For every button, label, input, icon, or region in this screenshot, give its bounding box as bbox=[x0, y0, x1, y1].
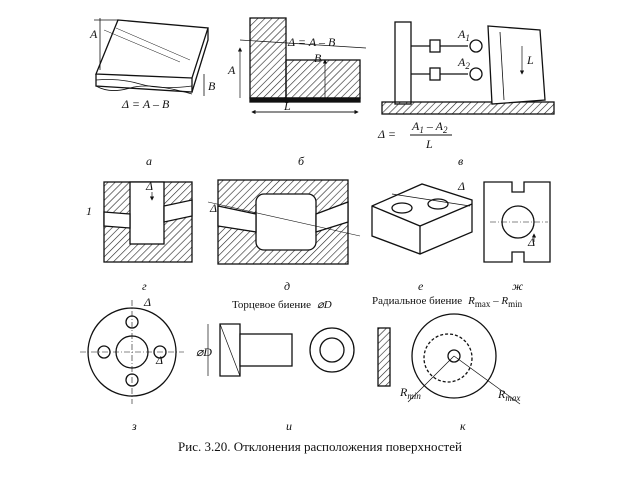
panel-e-letter: е bbox=[418, 279, 424, 293]
panel-a-dim-top: A bbox=[89, 27, 98, 41]
panel-d-delta: Δ bbox=[209, 201, 217, 215]
panel-v-ind2: A2 bbox=[457, 55, 470, 71]
panel-z-delta-side: Δ bbox=[155, 353, 163, 367]
panel-b-formula: Δ = A – B bbox=[287, 35, 336, 49]
panel-v-ind1: A1 bbox=[457, 27, 470, 43]
panel-g-delta: Δ bbox=[145, 179, 153, 193]
panel-zh-letter: ж bbox=[512, 279, 523, 293]
panel-k-runout-diagram bbox=[377, 313, 521, 405]
panel-i-shaft bbox=[207, 323, 355, 377]
panel-a-dim-side: B bbox=[208, 79, 216, 93]
panel-a-formula: Δ = A – B bbox=[121, 97, 170, 111]
panel-b-dim-a: A bbox=[227, 63, 236, 77]
panel-g-marker: 1 bbox=[86, 204, 92, 218]
panel-g-letter: г bbox=[142, 279, 147, 293]
panel-i-title: Торцевое биение⌀D bbox=[232, 299, 332, 311]
panel-v-formula-denominator: L bbox=[425, 137, 433, 151]
panel-d-letter: д bbox=[284, 279, 290, 293]
panel-z-letter: з bbox=[131, 419, 137, 433]
panel-a-plate-diagram bbox=[94, 18, 209, 96]
panel-v-letter: в bbox=[458, 154, 463, 168]
figure-caption: Рис. 3.20. Отклонения расположения повер… bbox=[178, 439, 462, 454]
panel-z-flange bbox=[80, 300, 184, 404]
panel-a-letter: а bbox=[146, 154, 152, 168]
panel-g-bored-block bbox=[103, 181, 193, 263]
panel-zh-slotted-plate bbox=[483, 181, 551, 263]
panel-v-indicator-stand bbox=[381, 21, 555, 115]
panel-v-dim-l: L bbox=[526, 53, 534, 67]
panel-zh-delta: Δ bbox=[527, 235, 535, 249]
panel-k-letter: к bbox=[460, 419, 466, 433]
panel-z-delta-top: Δ bbox=[143, 295, 151, 309]
panel-k-rmin: Rmin bbox=[399, 385, 421, 401]
panel-i-dim: ⌀D bbox=[196, 345, 212, 359]
panel-v-formula-left: Δ = bbox=[377, 127, 396, 141]
panel-v-formula-numerator: A1 – A2 bbox=[411, 119, 448, 135]
panel-b-letter: б bbox=[298, 154, 305, 168]
panel-k-rmax: Rmax bbox=[497, 387, 520, 403]
panel-b-dim-b: B bbox=[314, 51, 322, 65]
panel-d-housing bbox=[207, 179, 361, 265]
panel-i-letter: и bbox=[286, 419, 292, 433]
panel-e-delta: Δ bbox=[457, 179, 465, 193]
panel-b-dim-l: L bbox=[283, 99, 291, 113]
panel-e-bearing-housing bbox=[371, 183, 473, 255]
panel-b-stepped-part bbox=[237, 17, 367, 115]
